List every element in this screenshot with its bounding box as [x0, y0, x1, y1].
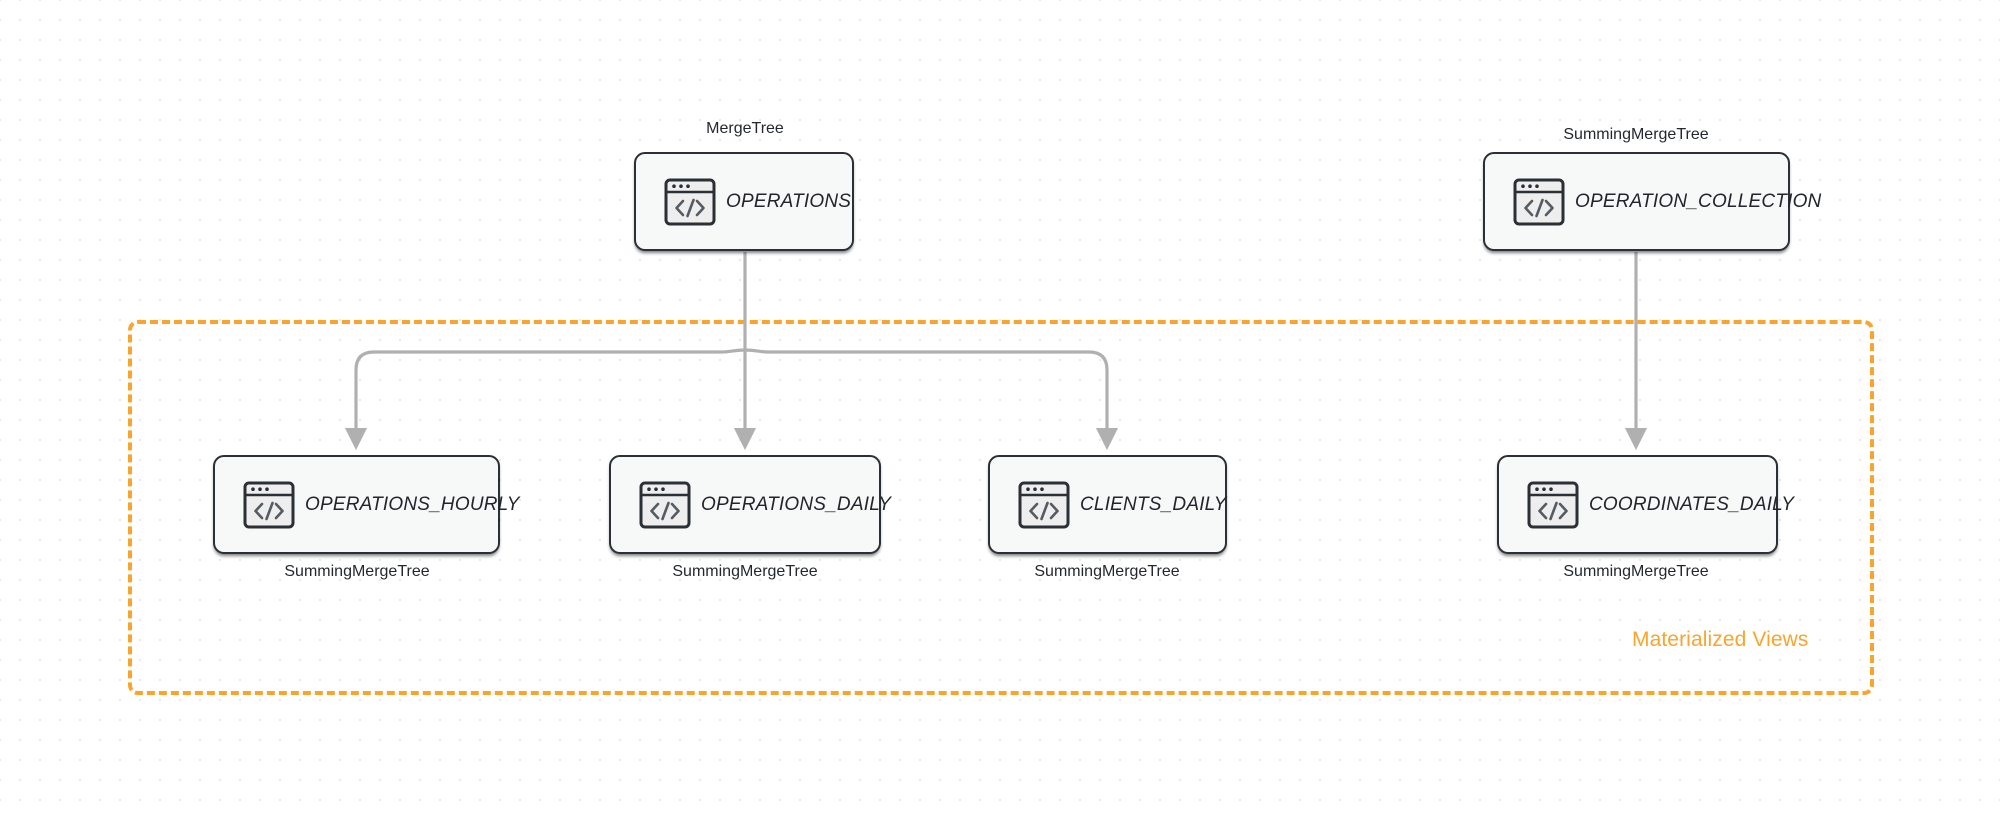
- caption-operations-daily: SummingMergeTree: [672, 563, 818, 580]
- node-operations-hourly[interactable]: OPERATIONS_HOURLY: [213, 455, 519, 554]
- node-operations-label: OPERATIONS: [726, 190, 852, 212]
- node-coordinates-daily-label: COORDINATES_DAILY: [1589, 493, 1795, 515]
- code-window-icon: [1513, 178, 1565, 226]
- caption-clients-daily: SummingMergeTree: [1034, 563, 1180, 580]
- code-window-icon: [1018, 481, 1070, 529]
- materialized-views-group: [128, 320, 1874, 695]
- code-window-icon: [639, 481, 691, 529]
- node-operations-daily-label: OPERATIONS_DAILY: [701, 493, 892, 515]
- code-window-icon: [243, 481, 295, 529]
- caption-operations-hourly: SummingMergeTree: [284, 563, 430, 580]
- code-window-icon: [1527, 481, 1579, 529]
- caption-coordinates-daily: SummingMergeTree: [1563, 563, 1709, 580]
- node-operations-hourly-label: OPERATIONS_HOURLY: [305, 493, 520, 515]
- node-operation-collection-label: OPERATION_COLLECTION: [1575, 190, 1822, 212]
- node-coordinates-daily[interactable]: COORDINATES_DAILY: [1497, 455, 1794, 554]
- node-operations-daily[interactable]: OPERATIONS_DAILY: [609, 455, 891, 554]
- node-operations[interactable]: OPERATIONS: [634, 152, 854, 251]
- caption-operation-collection: SummingMergeTree: [1563, 126, 1709, 143]
- caption-operations: MergeTree: [706, 120, 784, 137]
- node-clients-daily[interactable]: CLIENTS_DAILY: [988, 455, 1227, 554]
- code-window-icon: [664, 178, 716, 226]
- node-clients-daily-label: CLIENTS_DAILY: [1080, 493, 1227, 515]
- node-operation-collection[interactable]: OPERATION_COLLECTION: [1483, 152, 1821, 251]
- materialized-views-group-label: Materialized Views: [1632, 628, 1809, 651]
